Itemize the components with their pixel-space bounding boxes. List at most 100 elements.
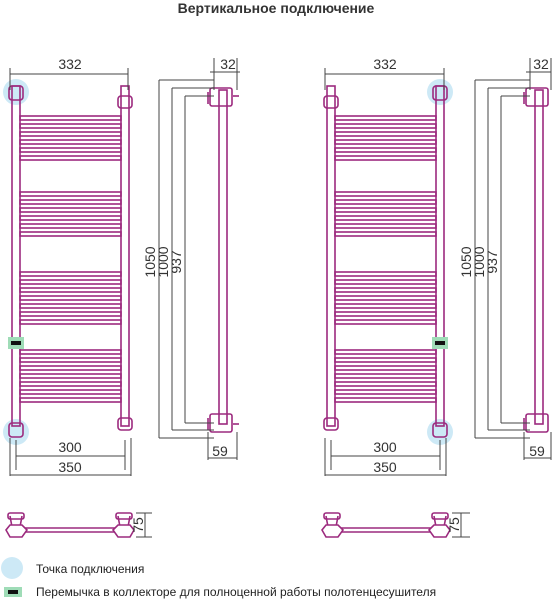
right-top-view: 75 [321,512,470,538]
right-rung-16 [334,303,437,309]
left-top-view-hex-left [5,524,29,538]
left-rung-12 [19,271,122,277]
right-side-collector [534,89,544,425]
right-top-connection-point [427,79,453,105]
right-depth-label: 75 [446,517,462,533]
left-fitting-bl [8,422,24,438]
right-rung-6 [334,191,437,197]
right-rung-13 [334,279,437,285]
right-rung-22 [334,373,437,379]
right-rung-24 [334,389,437,395]
left-rungs [19,115,122,403]
right-rung-3 [334,139,437,145]
right-collector-left [326,85,336,427]
right-rung-2 [334,131,437,137]
legend-jumper-label: Перемычка в коллекторе для полноценной р… [36,585,436,599]
right-rung-12 [334,271,437,277]
right-rung-25 [334,397,437,403]
left-top-view: 75 [5,512,152,538]
left-width-outer-label: 350 [58,459,82,475]
right-rung-17 [334,311,437,317]
left-rung-21 [19,365,122,371]
right-side-view: 1050 1000 937 32 59 [458,56,552,460]
right-rung-18 [334,319,437,325]
left-depth-label: 75 [130,517,146,533]
left-rung-6 [19,191,122,197]
right-width-outer-label: 350 [373,459,397,475]
left-rung-23 [19,381,122,387]
left-top-view-hex-right [111,524,135,538]
left-fitting-tr [117,95,133,109]
left-rung-10 [19,223,122,229]
left-rung-24 [19,389,122,395]
left-side-collector [218,89,228,425]
right-rung-7 [334,199,437,205]
right-side-offset-label: 32 [533,56,549,72]
right-rung-21 [334,365,437,371]
left-side-bottom-label: 59 [212,443,228,459]
right-rung-19 [334,349,437,355]
left-rung-17 [19,311,122,317]
left-rung-13 [19,279,122,285]
left-side-offset-label: 32 [220,56,236,72]
right-rung-9 [334,215,437,221]
left-height-total-label: 1050 [142,246,158,277]
left-fitting-br [117,417,133,431]
right-jumper-bar [435,341,445,345]
left-rung-20 [19,357,122,363]
right-front-view: 332 300 350 [323,56,453,476]
left-rung-22 [19,373,122,379]
right-rung-15 [334,295,437,301]
right-rung-10 [334,223,437,229]
right-rung-11 [334,231,437,237]
left-rung-2 [19,131,122,137]
left-collector-right [120,85,130,427]
left-rung-0 [19,115,122,121]
right-rung-5 [334,155,437,161]
right-height-inner-label: 937 [484,250,500,274]
left-rung-3 [19,139,122,145]
left-width-inner-label: 300 [58,439,82,455]
right-rung-4 [334,147,437,153]
right-collector-right [435,85,445,427]
left-width-top-label: 332 [58,56,82,72]
left-rung-25 [19,397,122,403]
left-rung-9 [19,215,122,221]
right-rung-14 [334,287,437,293]
right-rung-0 [334,115,437,121]
legend-connection-point-swatch [1,557,23,579]
left-height-inner-label: 937 [168,250,184,274]
legend-jumper-bar [8,590,18,594]
right-rung-20 [334,357,437,363]
right-rung-1 [334,123,437,129]
legend: Точка подключения Перемычка в коллекторе… [1,557,436,599]
left-rung-19 [19,349,122,355]
legend-connection-point-label: Точка подключения [36,562,144,576]
right-width-top-label: 332 [373,56,397,72]
left-front-view: 332 300 350 [3,56,133,476]
left-side-top-bracket [209,87,233,107]
left-rung-1 [19,123,122,129]
left-rung-8 [19,207,122,213]
left-rung-5 [19,155,122,161]
left-fitting-tl [8,85,24,101]
left-rung-11 [19,231,122,237]
left-jumper-bar [11,341,21,345]
left-rung-15 [19,295,122,301]
right-height-mid-label: 1000 [471,246,487,277]
right-rungs [334,115,437,403]
left-rung-18 [19,319,122,325]
right-width-inner-label: 300 [373,439,397,455]
right-rung-8 [334,207,437,213]
left-collector-left [11,85,21,427]
left-height-mid-label: 1000 [155,246,171,277]
left-side-view: 1050 1000 937 32 59 [142,56,240,460]
left-rung-14 [19,287,122,293]
right-rung-23 [334,381,437,387]
left-top-connection-point [3,79,29,105]
right-side-bottom-label: 59 [529,443,545,459]
right-height-total-label: 1050 [458,246,474,277]
left-rung-16 [19,303,122,309]
left-rung-7 [19,199,122,205]
left-rung-4 [19,147,122,153]
